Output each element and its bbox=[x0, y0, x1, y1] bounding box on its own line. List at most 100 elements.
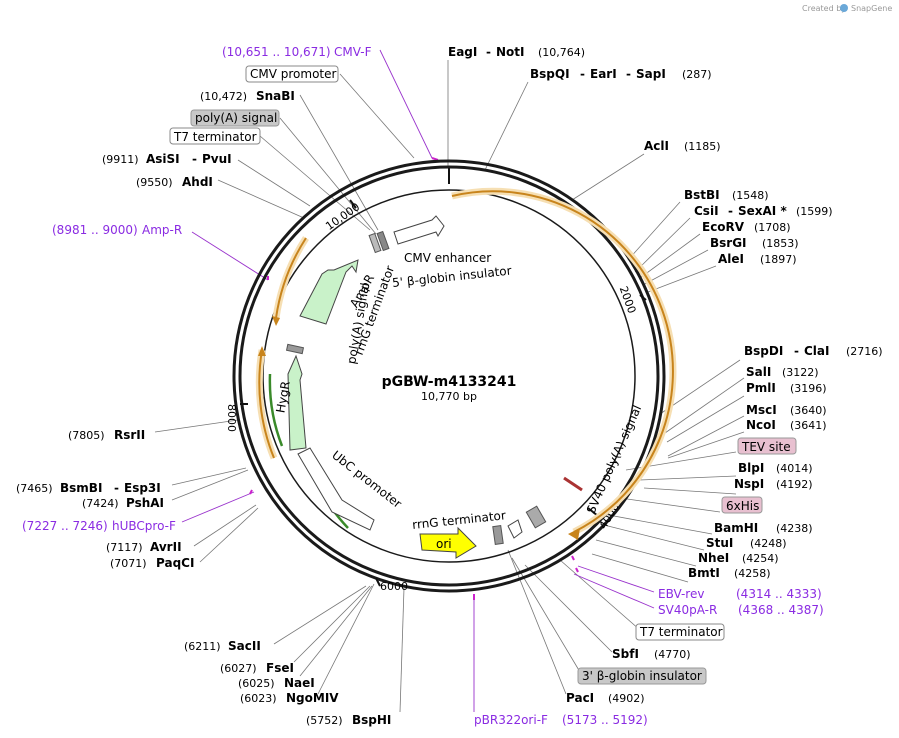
enzyme-snabi-pos: (10,472) bbox=[200, 90, 247, 103]
enzyme-ngomiv-pos: (6023) bbox=[240, 692, 277, 705]
enzyme-sbfi: SbfI bbox=[612, 647, 639, 661]
enzyme-asisi-pos: (9911) bbox=[102, 153, 139, 166]
enzyme-bsrgi: BsrGI bbox=[710, 236, 747, 250]
ampr-arrow bbox=[299, 259, 359, 325]
primer-labels: (10,651 .. 10,671) CMV-F (8981 .. 9000) … bbox=[22, 45, 824, 727]
primer-ampr-pos: (8981 .. 9000) bbox=[52, 223, 138, 237]
enzyme-sapi: SapI bbox=[636, 67, 666, 81]
enzyme-clai: ClaI bbox=[804, 344, 829, 358]
enzyme-ngomiv: NgoMIV bbox=[286, 691, 339, 705]
primer-sv40: SV40pA-R bbox=[658, 603, 717, 617]
enzyme-stui-pos: (4248) bbox=[750, 537, 787, 550]
enzyme-pmli: PmlI bbox=[746, 381, 776, 395]
enzyme-asisi: AsiSI bbox=[146, 152, 180, 166]
box-t7-terminator-top: T7 terminator bbox=[173, 130, 257, 144]
enzyme-naei-pos: (6025) bbox=[238, 677, 275, 690]
plasmid-title-group: pGBW-m4133241 10,770 bp bbox=[382, 374, 517, 403]
enzyme-noti: NotI bbox=[496, 45, 525, 59]
enzyme-fsei-pos: (6027) bbox=[220, 662, 257, 675]
polya-left-rect bbox=[285, 343, 305, 355]
svg-text:-: - bbox=[114, 481, 119, 495]
enzyme-paci-pos: (4902) bbox=[608, 692, 645, 705]
enzyme-ncoi: NcoI bbox=[746, 418, 776, 432]
primer-ampr: Amp-R bbox=[142, 223, 182, 237]
beta-globin-5-rect bbox=[368, 232, 382, 254]
enzyme-bspqi: BspQI bbox=[530, 67, 570, 81]
enzyme-pshai: PshAI bbox=[126, 496, 164, 510]
enzyme-acli: AclI bbox=[644, 139, 669, 153]
enzyme-bmti: BmtI bbox=[688, 566, 720, 580]
feature-beta-globin-5: 5' β-globin insulator bbox=[392, 264, 513, 290]
feature-ori: ori bbox=[436, 537, 452, 551]
feature-hygr: HygR bbox=[273, 380, 292, 414]
plasmid-length: 10,770 bp bbox=[421, 390, 477, 403]
feature-cmv-enhancer: CMV enhancer bbox=[404, 251, 491, 265]
enzyme-bspqi-pos: (287) bbox=[682, 68, 712, 81]
enzyme-ecorv-pos: (1708) bbox=[754, 221, 791, 234]
enzyme-alei: AleI bbox=[718, 252, 744, 266]
enzyme-bspdi-pos: (2716) bbox=[846, 345, 883, 358]
enzyme-eari: EarI bbox=[590, 67, 617, 81]
box-6xhis: 6xHis bbox=[726, 499, 759, 513]
primer-ebv-pos: (4314 .. 4333) bbox=[736, 587, 822, 601]
ubc-promoter-arrow bbox=[297, 447, 375, 531]
svg-text:-: - bbox=[626, 67, 631, 81]
ori-arrow bbox=[419, 526, 477, 559]
credit: Created by SnapGene bbox=[802, 4, 892, 13]
enzyme-labels: EagI - NotI (10,764) BspQI - EarI - SapI… bbox=[16, 45, 883, 727]
enzyme-ahdi-pos: (9550) bbox=[136, 176, 173, 189]
primer-marks bbox=[249, 157, 579, 600]
primer-hubc-pos: (7227 .. 7246) bbox=[22, 519, 108, 533]
box-t7-terminator-bottom: T7 terminator bbox=[639, 625, 723, 639]
primer-sv40-pos: (4368 .. 4387) bbox=[738, 603, 824, 617]
enzyme-avrii-pos: (7117) bbox=[106, 541, 143, 554]
primer-pbr: pBR322ori-F bbox=[474, 713, 548, 727]
rrng-bottom-rect bbox=[492, 524, 504, 546]
enzyme-stui: StuI bbox=[706, 536, 733, 550]
enzyme-nhei-pos: (4254) bbox=[742, 552, 779, 565]
enzyme-eagi: EagI bbox=[448, 45, 477, 59]
sv40-rect bbox=[525, 505, 547, 529]
enzyme-sali: SalI bbox=[746, 365, 771, 379]
enzyme-nhei: NheI bbox=[698, 551, 729, 565]
primer-cmvf: CMV-F bbox=[334, 45, 372, 59]
snapgene-logo-icon bbox=[840, 4, 848, 12]
cmv-enhancer-arrow bbox=[393, 215, 445, 245]
enzyme-eagi-pos: (10,764) bbox=[538, 46, 585, 59]
backbone bbox=[232, 159, 666, 593]
box-polya-signal: poly(A) signal bbox=[195, 111, 277, 125]
credit-prefix: Created by bbox=[802, 4, 846, 13]
enzyme-sbfi-pos: (4770) bbox=[654, 648, 691, 661]
svg-text:-: - bbox=[794, 344, 799, 358]
svg-text:-: - bbox=[580, 67, 585, 81]
enzyme-nspi-pos: (4192) bbox=[776, 478, 813, 491]
svg-text:-: - bbox=[192, 152, 197, 166]
primer-pbr-pos: (5173 .. 5192) bbox=[562, 713, 648, 727]
enzyme-msci: MscI bbox=[746, 403, 777, 417]
small-feature-arrow bbox=[507, 519, 523, 539]
beta-globin-5b-rect bbox=[376, 230, 390, 252]
enzyme-csii-pos: (1599) bbox=[796, 205, 833, 218]
tev-mark bbox=[563, 476, 583, 492]
enzyme-rsrii: RsrII bbox=[114, 428, 145, 442]
enzyme-msci-pos: (3640) bbox=[790, 404, 827, 417]
enzyme-bspdi: BspDI bbox=[744, 344, 783, 358]
enzyme-paci: PacI bbox=[566, 691, 594, 705]
enzyme-pvui: PvuI bbox=[202, 152, 232, 166]
enzyme-sacii: SacII bbox=[228, 639, 261, 653]
features bbox=[285, 215, 583, 559]
enzyme-acli-pos: (1185) bbox=[684, 140, 721, 153]
enzyme-sacii-pos: (6211) bbox=[184, 640, 221, 653]
credit-brand: SnapGene bbox=[851, 4, 892, 13]
primer-hubc: hUBCpro-F bbox=[112, 519, 176, 533]
box-tev-site: TEV site bbox=[741, 440, 791, 454]
enzyme-sexai: SexAI * bbox=[738, 204, 787, 218]
enzyme-naei: NaeI bbox=[284, 676, 315, 690]
enzyme-bsmbi: BsmBI bbox=[60, 481, 102, 495]
enzyme-nspi: NspI bbox=[734, 477, 764, 491]
enzyme-csii: CsiI bbox=[694, 204, 719, 218]
tick-2000: 2000 bbox=[617, 284, 639, 315]
tick-8000: 8000 bbox=[225, 404, 238, 432]
enzyme-bamhi: BamHI bbox=[714, 521, 758, 535]
enzyme-bstbi-pos: (1548) bbox=[732, 189, 769, 202]
